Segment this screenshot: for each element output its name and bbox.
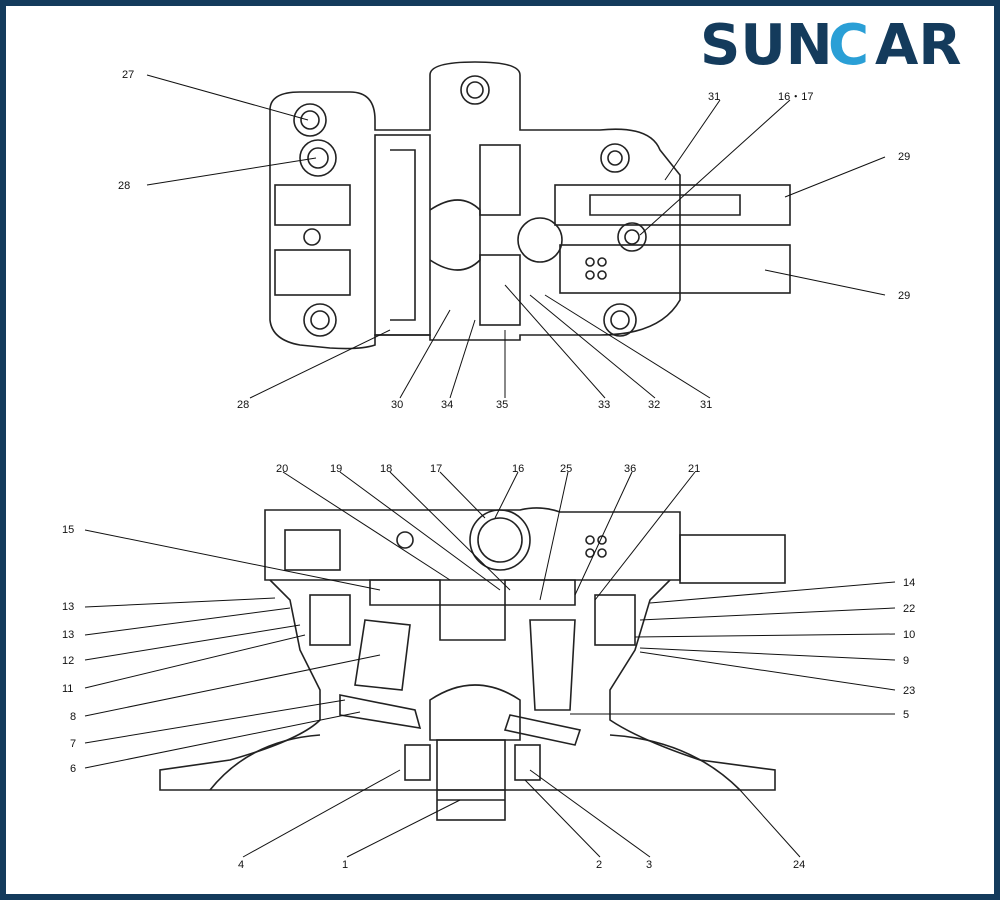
callout-label: 25 xyxy=(560,463,572,475)
callout-label: 10 xyxy=(903,629,915,641)
callout-label: 14 xyxy=(903,577,915,589)
callout-label: 6 xyxy=(70,763,76,775)
callout-label: 24 xyxy=(793,859,805,871)
callout-label: 30 xyxy=(391,399,403,411)
callout-label: 16・17 xyxy=(778,91,813,103)
callout-label: 13 xyxy=(62,601,74,613)
callout-label: 17 xyxy=(430,463,442,475)
callout-label: 19 xyxy=(330,463,342,475)
callout-label: 15 xyxy=(62,524,74,536)
callout-label: 27 xyxy=(122,69,134,81)
callout-label: 36 xyxy=(624,463,636,475)
callout-label: 28 xyxy=(237,399,249,411)
side-leader-lines xyxy=(84,471,896,858)
side-view-drawing xyxy=(159,507,786,821)
callout-label: 23 xyxy=(903,685,915,697)
callout-label: 32 xyxy=(648,399,660,411)
callout-label: 1 xyxy=(342,859,348,871)
callout-label: 20 xyxy=(276,463,288,475)
callout-label: 18 xyxy=(380,463,392,475)
callout-label: 33 xyxy=(598,399,610,411)
callout-label: 13 xyxy=(62,629,74,641)
callout-label: 31 xyxy=(708,91,720,103)
callout-label: 34 xyxy=(441,399,453,411)
callout-label: 3 xyxy=(646,859,652,871)
logo-text-c: C xyxy=(828,14,869,74)
callout-label: 4 xyxy=(238,859,244,871)
callout-label: 11 xyxy=(62,683,73,695)
callout-label: 29 xyxy=(898,151,910,163)
suncar-logo: SUN C AR xyxy=(700,14,961,74)
callout-label: 5 xyxy=(903,709,909,721)
side-view-callouts: 20 19 18 17 16 25 36 21 15 13 13 12 11 8… xyxy=(62,463,915,871)
callout-label: 22 xyxy=(903,603,915,615)
callout-label: 2 xyxy=(596,859,602,871)
callout-label: 29 xyxy=(898,290,910,302)
top-view-drawing xyxy=(269,61,791,350)
callout-label: 9 xyxy=(903,655,909,667)
callout-label: 31 xyxy=(700,399,712,411)
callout-label: 16 xyxy=(512,463,524,475)
logo-text-sun: SUN xyxy=(700,14,833,74)
top-leader-lines xyxy=(146,74,886,399)
logo-text-ar: AR xyxy=(875,14,961,74)
callout-label: 7 xyxy=(70,738,76,750)
callout-label: 28 xyxy=(118,180,130,192)
callout-label: 8 xyxy=(70,711,76,723)
top-view-callouts: 27 28 31 16・17 29 29 28 30 34 35 33 32 3… xyxy=(118,69,910,411)
callout-label: 35 xyxy=(496,399,508,411)
callout-label: 21 xyxy=(688,463,700,475)
callout-label: 12 xyxy=(62,655,74,667)
